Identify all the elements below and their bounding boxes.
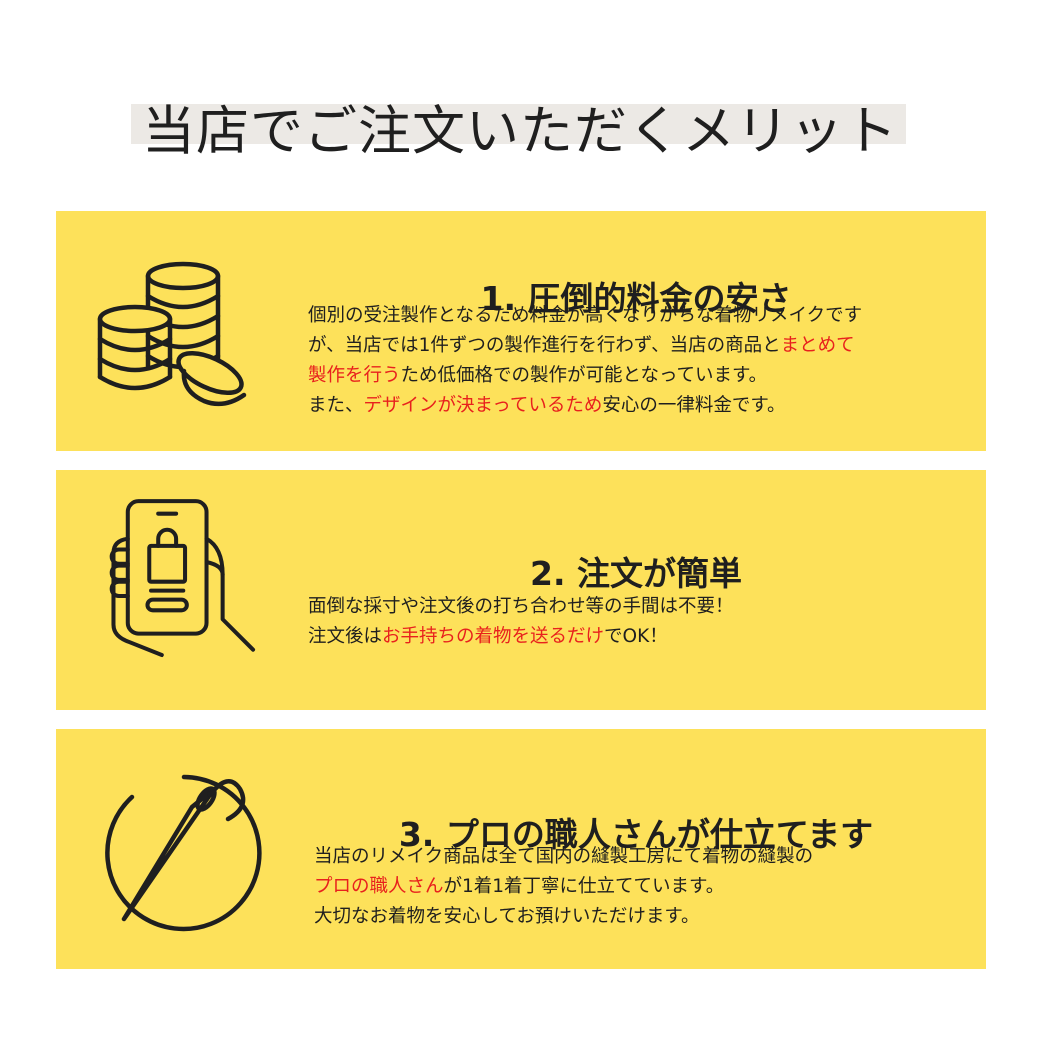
body-line: 製作を行うため低価格での製作が可能となっています。 (308, 361, 948, 391)
page-title: 当店でご注文いただくメリット (142, 100, 898, 162)
body-line: 当店のリメイク商品は全て国内の縫製工房にて着物の縫製の (314, 842, 954, 872)
highlight-text: 製作を行う (308, 365, 401, 386)
merit-card-price: 1. 圧倒的料金の安さ 個別の受注製作となるため料金が高くなりがちな着物リメイク… (56, 211, 986, 451)
merit-card-easy-order: 2. 注文が簡単 面倒な採寸や注文後の打ち合わせ等の手間は不要！ 注文後はお手持ち… (56, 470, 986, 710)
merit-card-craftsman: 3. プロの職人さんが仕立てます 当店のリメイク商品は全て国内の縫製工房にて着物… (56, 729, 986, 969)
card-body: 個別の受注製作となるため料金が高くなりがちな着物リメイクですが、当店では1件ずつ… (308, 301, 948, 421)
body-line: 注文後はお手持ちの着物を送るだけでOK！ (308, 622, 948, 652)
card-body: 当店のリメイク商品は全て国内の縫製工房にて着物の縫製のプロの職人さんが1着1着丁… (314, 842, 954, 932)
body-text: 面倒な採寸や注文後の打ち合わせ等の手間は不要！ (308, 596, 734, 617)
body-line: 個別の受注製作となるため料金が高くなりがちな着物リメイクです (308, 301, 948, 331)
body-text: ため低価格での製作が可能となっています。 (400, 365, 768, 386)
coins-stack-icon (97, 261, 247, 407)
body-text: 当店のリメイク商品は全て国内の縫製工房にて着物の縫製の (314, 846, 814, 867)
smartphone-shopping-bag-icon (109, 499, 256, 658)
highlight-text: プロの職人さん (314, 876, 444, 897)
body-text: 注文後は (308, 626, 383, 647)
card-body: 面倒な採寸や注文後の打ち合わせ等の手間は不要！ 注文後はお手持ちの着物を送るだけで… (308, 592, 948, 652)
highlight-text: まとめて (780, 335, 855, 356)
body-line: また、デザインが決まっているため安心の一律料金です。 (308, 391, 948, 421)
page-header: 当店でご注文いただくメリット (0, 58, 1040, 162)
body-line: プロの職人さんが1着1着丁寧に仕立てています。 (314, 872, 954, 902)
body-text: また、 (308, 395, 364, 416)
title-underline-band (131, 104, 906, 144)
body-text: でOK！ (604, 626, 668, 647)
needle-thread-icon (105, 774, 262, 932)
body-line: 大切なお着物を安心してお預けいただけます。 (314, 902, 954, 932)
body-line: が、当店では1件ずつの製作進行を行わず、当店の商品とまとめて (308, 331, 948, 361)
body-text: 大切なお着物を安心してお預けいただけます。 (314, 906, 700, 927)
highlight-text: お手持ちの着物を送るだけ (382, 626, 605, 647)
body-text: が1着1着丁寧に仕立てています。 (443, 876, 725, 897)
highlight-text: デザインが決まっているため (363, 395, 603, 416)
body-text: 個別の受注製作となるため料金が高くなりがちな着物リメイクです (308, 305, 863, 326)
body-text: が、当店では1件ずつの製作進行を行わず、当店の商品と (308, 335, 781, 356)
body-text: 安心の一律料金です。 (602, 395, 786, 416)
card-heading: 2. 注文が簡単 (530, 554, 742, 594)
card-heading: 3. プロの職人さんが仕立てます (398, 815, 874, 855)
card-heading: 1. 圧倒的料金の安さ (480, 279, 792, 319)
body-line: 面倒な採寸や注文後の打ち合わせ等の手間は不要！ (308, 592, 948, 622)
